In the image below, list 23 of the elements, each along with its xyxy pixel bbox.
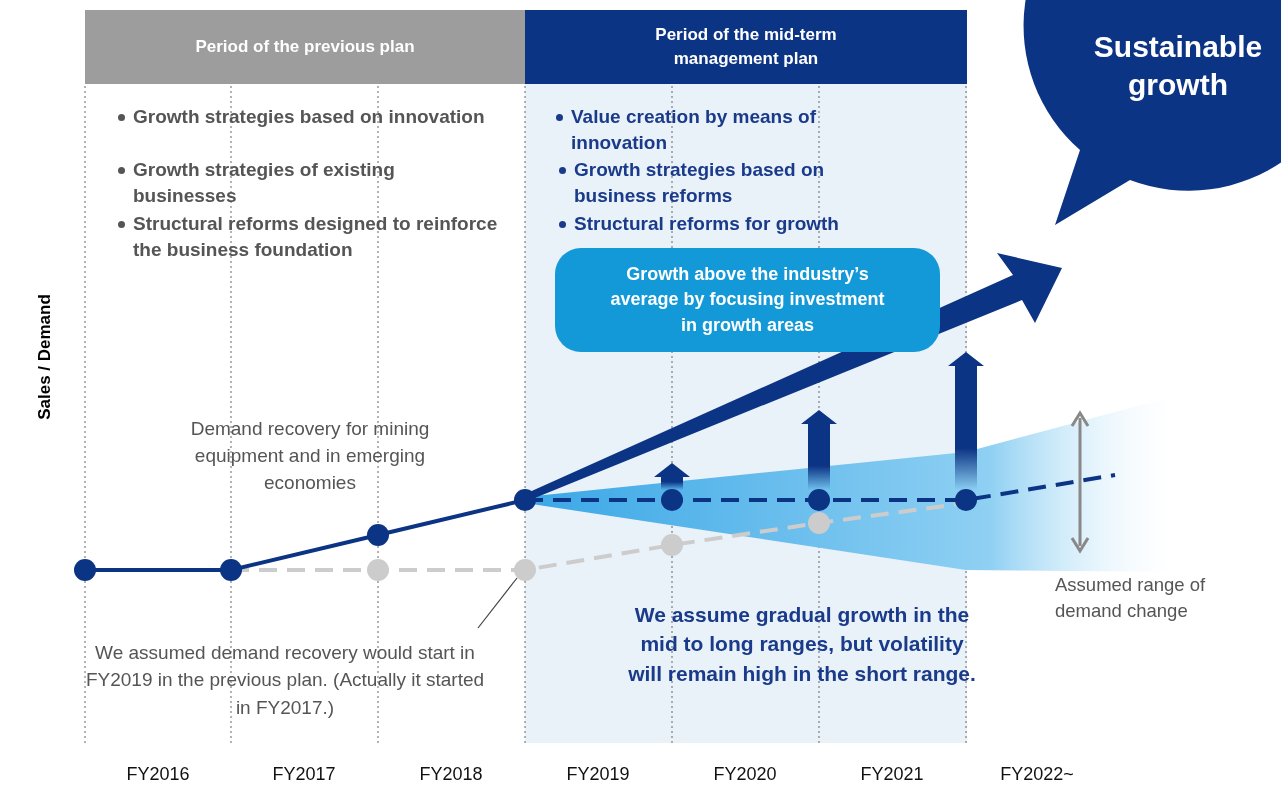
axis-tick-label: FY2018: [418, 764, 484, 785]
axis-tick-label: FY2019: [565, 764, 631, 785]
annotation-text: Assumed range of demand change: [1055, 573, 1207, 623]
axis-tick-label: FY2021: [859, 764, 925, 785]
bullet-text: Structural reforms for growth: [556, 211, 904, 237]
bullet-text: Value creation by means of innovation: [553, 104, 871, 156]
axis-tick-label: FY2020: [712, 764, 778, 785]
bullet-text: Growth strategies based on innovation: [115, 104, 498, 130]
leader-line: [477, 577, 518, 629]
axis-tick-label: FY2017: [271, 764, 337, 785]
axis-label: Sales / Demand: [35, 293, 55, 422]
axis-tick-label: FY2022~: [999, 764, 1075, 785]
bullet-text: Growth strategies of existing businesses: [115, 157, 463, 209]
note-text: We assumed demand recovery would start in FY2019 in the previous plan. (Actually it started in FY2017.): [80, 638, 490, 722]
highlight-box: Growth above the industry’s average by focusing investment in growth areas: [555, 248, 940, 352]
plan-period-band: Period of the previous plan: [85, 10, 525, 84]
plan-period-band: Period of the mid-term management plan: [525, 10, 967, 84]
bullet-text: Structural reforms designed to reinforce the business foundation: [115, 211, 498, 263]
note-text: We assume gradual growth in the mid to long ranges, but volatility will remain high in the short range.: [627, 602, 977, 687]
data-point: [514, 559, 536, 581]
annotation-text: Demand recovery for mining equipment and in emerging economies: [189, 417, 431, 495]
axis-tick-label: FY2016: [125, 764, 191, 785]
bullet-text: Growth strategies based on business reforms: [556, 157, 874, 209]
